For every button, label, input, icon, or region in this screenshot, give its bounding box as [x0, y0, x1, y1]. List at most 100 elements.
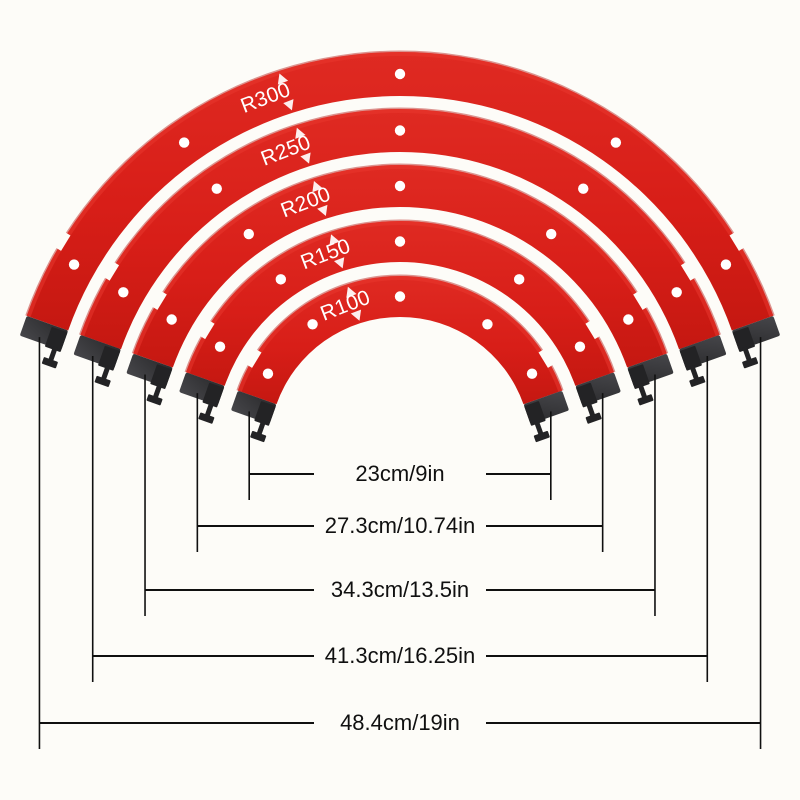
track-end-connector[interactable] — [13, 316, 69, 369]
connector-tab-head — [585, 412, 602, 424]
connector-tab-head — [198, 412, 215, 424]
end-cap-shade — [732, 327, 755, 352]
marker-triangle-up — [277, 73, 289, 85]
track-piece-notch — [100, 259, 120, 281]
track-piece-body — [237, 276, 563, 405]
screw-hole — [211, 183, 222, 194]
screw-hole — [394, 291, 406, 302]
connector-tab-head — [637, 394, 654, 406]
connector-tab-stem — [585, 401, 596, 418]
screw-hole — [513, 274, 525, 285]
connector-tab-stem — [48, 346, 58, 363]
dimension-dim-343: 34.3cm/13.5in — [144, 374, 656, 616]
dimension-dim-23: 23cm/9in — [248, 411, 552, 500]
marker-triangle-up — [312, 181, 323, 193]
screw-hole — [610, 137, 622, 148]
screw-hole — [214, 341, 226, 352]
screw-hole — [166, 314, 177, 325]
connector-tab-head — [41, 357, 58, 369]
track-piece-body — [133, 165, 667, 368]
marker-triangle-up — [295, 127, 306, 139]
screw-hole — [578, 183, 589, 194]
screw-hole — [623, 314, 634, 325]
connector-tab-head — [742, 357, 759, 369]
track-end-connector[interactable] — [120, 354, 174, 406]
track-end-connector[interactable] — [678, 335, 733, 387]
marker-triangle-down — [317, 204, 328, 217]
screw-hole — [546, 228, 557, 240]
end-cap-shade — [98, 345, 121, 371]
track-piece-notch — [680, 259, 700, 281]
track-piece-r150[interactable]: R150 — [173, 219, 628, 424]
track-piece-notch — [148, 288, 167, 310]
connector-tab-stem — [100, 365, 111, 381]
screw-hole — [178, 137, 190, 148]
track-piece-notch — [633, 288, 652, 310]
track-piece-notch — [729, 229, 749, 251]
connector-tab-stem — [533, 420, 544, 436]
track-piece-r300[interactable]: R300 — [13, 50, 787, 369]
connector-tab-stem — [152, 383, 163, 400]
connector-tab-head — [146, 394, 163, 406]
marker-triangle-down — [333, 257, 345, 269]
screw-hole — [394, 68, 406, 80]
track-end-connector[interactable] — [225, 391, 278, 443]
dimension-label-dim-413: 41.3cm/16.25in — [325, 643, 475, 668]
marker-triangle-down — [283, 99, 294, 111]
screw-hole — [574, 341, 586, 352]
end-cap-shade — [45, 327, 68, 352]
track-end-connector[interactable] — [731, 316, 787, 369]
screw-hole — [720, 259, 732, 270]
track-piece-notch — [538, 346, 558, 368]
marker-triangle-up — [329, 234, 340, 246]
dimension-label-dim-343: 34.3cm/13.5in — [331, 577, 469, 602]
dimension-dim-413: 41.3cm/16.25in — [91, 356, 709, 682]
marker-triangle-down — [350, 309, 362, 321]
screw-hole — [68, 259, 80, 270]
track-end-connector[interactable] — [626, 354, 680, 406]
track-piece-r250[interactable]: R250 — [67, 107, 733, 388]
screw-hole — [671, 287, 682, 298]
end-cap-shade — [524, 401, 546, 426]
track-piece-body — [186, 221, 614, 386]
end-cap-shade — [628, 364, 650, 389]
track-piece-r100[interactable]: R100 — [225, 274, 576, 443]
connector-tab-stem — [204, 401, 215, 418]
track-piece-notch — [242, 346, 262, 368]
dimension-dim-484: 48.4cm/19in — [38, 337, 762, 749]
end-cap-shade — [254, 401, 276, 426]
screw-hole — [526, 368, 538, 379]
screw-hole — [307, 319, 318, 330]
track-piece-notch — [195, 318, 215, 340]
screw-hole — [394, 236, 406, 247]
screw-hole — [482, 319, 493, 330]
end-cap-shade — [202, 382, 224, 408]
track-piece-r200[interactable]: R200 — [120, 163, 680, 406]
connector-tab-head — [250, 430, 267, 443]
track-end-connector[interactable] — [574, 372, 627, 424]
track-end-connector[interactable] — [173, 372, 226, 424]
connector-tab-head — [94, 375, 111, 387]
marker-triangle-down — [300, 152, 311, 164]
end-cap-shade — [679, 345, 702, 371]
track-piece-notch — [51, 229, 71, 251]
screw-hole — [262, 368, 274, 379]
screw-hole — [275, 274, 287, 285]
connector-tab-stem — [689, 365, 700, 381]
track-end-connector[interactable] — [67, 335, 122, 387]
screw-hole — [118, 287, 129, 298]
connector-tab-stem — [256, 420, 267, 436]
screw-hole — [394, 125, 406, 136]
marker-triangle-up — [346, 286, 357, 298]
connector-tab-stem — [742, 346, 752, 363]
dimension-label-dim-273: 27.3cm/10.74in — [325, 513, 475, 538]
dimension-label-dim-484: 48.4cm/19in — [340, 710, 460, 735]
track-end-connector[interactable] — [523, 391, 576, 443]
connector-tab-head — [689, 375, 706, 387]
connector-tab-stem — [637, 383, 648, 400]
screw-hole — [243, 228, 254, 240]
screw-hole — [394, 180, 406, 192]
